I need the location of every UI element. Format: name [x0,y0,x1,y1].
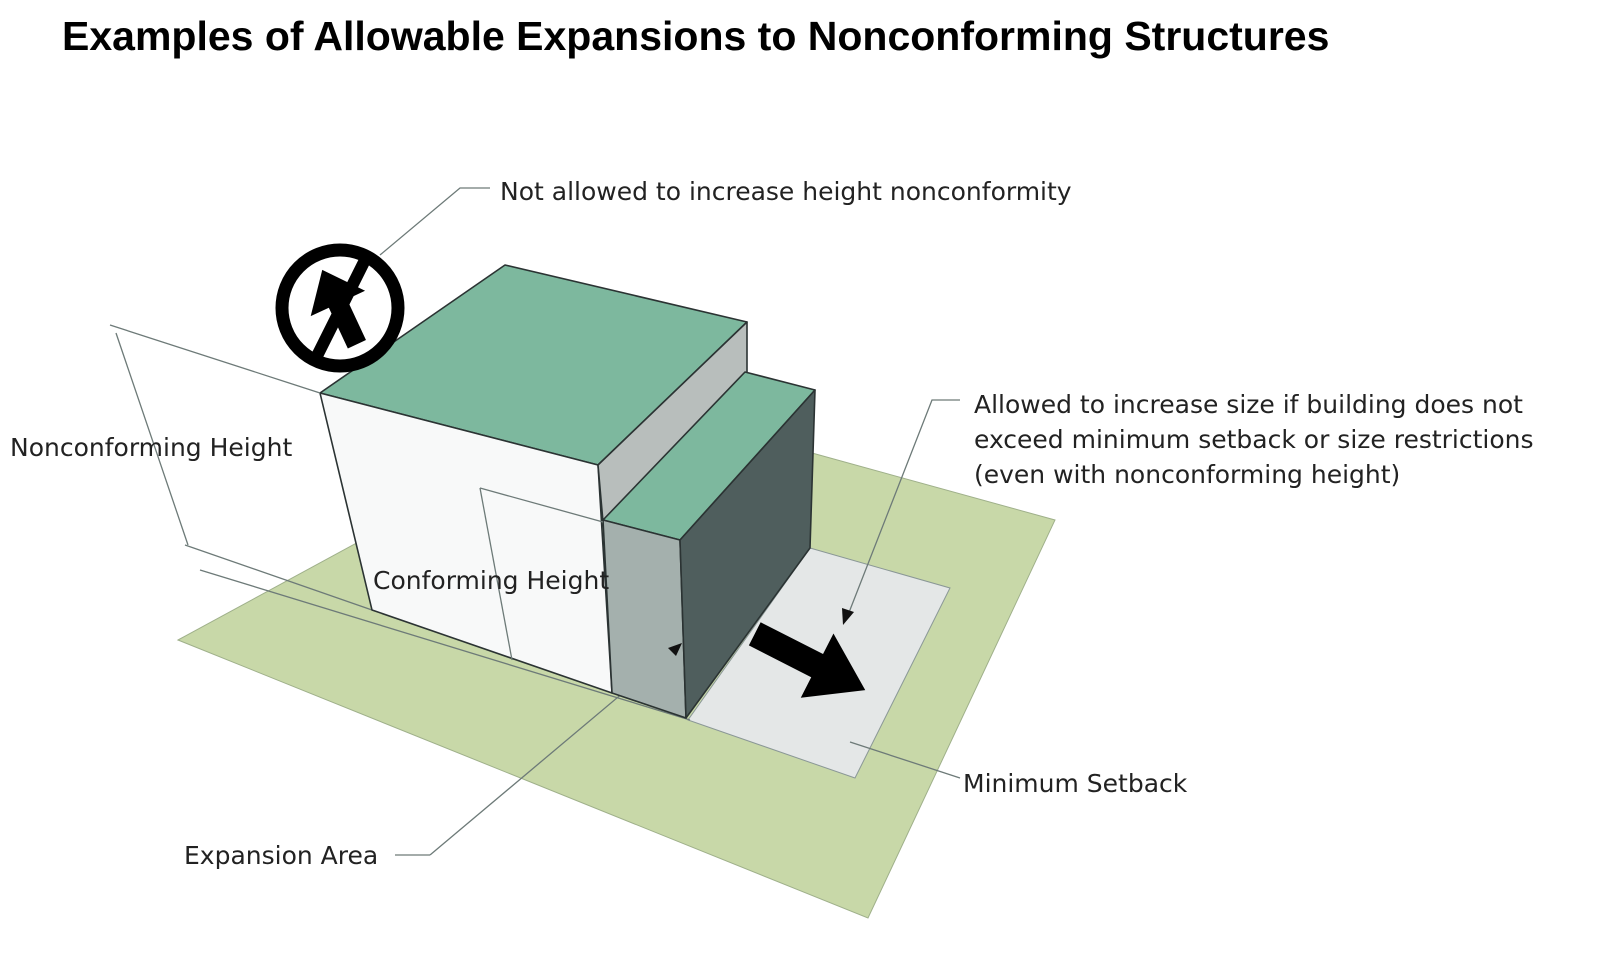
label-expansion-area: Expansion Area [184,841,378,870]
lot-line [199,569,691,721]
expansion-arrow-icon [748,622,866,698]
leader-arrowhead [842,608,854,625]
nonconforming-height-dimension [115,332,189,546]
label-not-allowed: Not allowed to increase height nonconfor… [500,177,1072,206]
label-allowed-line1: Allowed to increase size if building doe… [974,390,1523,419]
diagram-title: Examples of Allowable Expansions to Nonc… [62,13,1329,59]
label-allowed-line3: (even with nonconforming height) [974,460,1400,489]
expansion-side-wall [679,389,816,719]
label-nonconforming-height: Nonconforming Height [10,433,292,462]
leader-line-not-allowed [379,187,490,256]
leader-arrowhead [668,643,682,656]
no-height-increase-icon [275,243,405,373]
conforming-height-dimension [479,487,513,661]
label-allowed-line2: exceed minimum setback or size restricti… [974,425,1534,454]
leader-line-allowed [847,399,960,616]
setback-dimension [849,741,961,779]
expansion-front-wall [602,519,687,719]
extension-line [109,324,321,394]
label-conforming-height: Conforming Height [373,566,609,595]
extension-line [479,487,604,523]
extension-line [184,544,373,611]
label-minimum-setback: Minimum Setback [963,769,1188,798]
